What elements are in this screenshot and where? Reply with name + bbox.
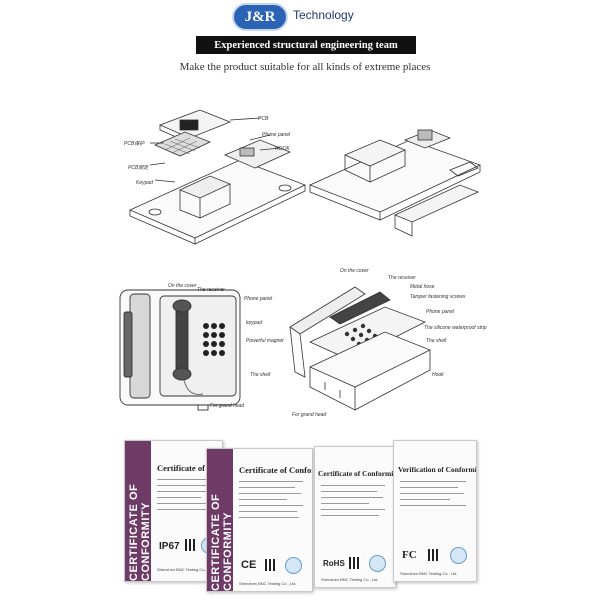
brand-name: Technology — [293, 8, 354, 22]
label-pcb: PCB — [258, 116, 269, 122]
label-keypad: Keypad — [136, 180, 153, 186]
label-pcb-fix: PCB固定 — [128, 165, 149, 171]
label-gland-head: For grand head — [210, 403, 245, 409]
label-receiver-open: The receiver — [388, 275, 416, 281]
label-hook: HOOK — [275, 146, 290, 152]
certificate-card: CERTIFICATE OF CONFORMITY Certificate of… — [206, 448, 313, 592]
qr-code-icon — [185, 539, 197, 551]
certificate-card: Certificate of Conformity RoHS Shenzhen … — [314, 446, 396, 588]
label-pcb-support: PCB保护 — [124, 141, 145, 147]
label-phone-panel: Phone panel — [262, 132, 291, 138]
label-metal-hose: Metal hose — [410, 284, 435, 290]
label-gland-head-open: For grand head — [292, 412, 327, 418]
approval-seal-icon — [285, 557, 302, 574]
approval-seal-icon — [369, 555, 386, 572]
cert-title: Certificate of Conformity — [239, 465, 312, 475]
label-keypad-front: keypad — [246, 320, 263, 326]
phone-front-diagram — [119, 289, 241, 411]
label-magnet: Powerful magnet — [246, 338, 284, 344]
cert-title: Verification of Conformity — [398, 465, 477, 474]
label-phone-panel-open: Phone panel — [426, 309, 455, 315]
label-receiver: The receiver — [197, 287, 225, 293]
label-on-cover-open: On the cover — [340, 268, 369, 274]
phone-open-diagram — [289, 286, 431, 411]
ip67-mark: IP67 — [159, 541, 180, 552]
certificate-card: Verification of Conformity FC Shenzhen B… — [393, 440, 477, 582]
cert-title: Certificate of Conformity — [318, 469, 396, 478]
label-on-cover: On the cover — [168, 283, 197, 289]
logo-text: J&R — [244, 8, 276, 25]
qr-code-icon — [428, 549, 440, 561]
ce-mark: CE — [241, 559, 257, 571]
banner-title: Experienced structural engineering team — [196, 36, 416, 54]
cert-footer: Shenzhen BNC Testing Co., Ltd. — [239, 581, 297, 586]
cert-strip-text: CERTIFICATE OF CONFORMITY — [210, 493, 234, 591]
brand-logo: J&R — [232, 3, 288, 31]
cert-side-strip: CERTIFICATE OF CONFORMITY — [125, 441, 152, 581]
cert-footer: Shenzhen BNC Testing Co., Ltd. — [157, 567, 215, 572]
label-silicone-strip: The silicone waterproof strip — [424, 325, 487, 331]
qr-code-icon — [265, 559, 277, 571]
cert-footer: Shenzhen BNC Testing Co., Ltd. — [321, 577, 379, 582]
qr-code-icon — [349, 557, 361, 569]
cert-title: Certificate of Conformity — [157, 463, 222, 473]
approval-seal-icon — [450, 547, 467, 564]
label-phone-panel-front: Phone panel — [244, 296, 273, 302]
cert-side-strip: CERTIFICATE OF CONFORMITY — [207, 449, 234, 591]
label-tamper-screws: Tamper fastening screws — [410, 294, 466, 300]
exploded-diagram-right — [308, 129, 482, 237]
label-shell: The shell — [250, 372, 271, 378]
exploded-diagram-left — [129, 110, 307, 245]
label-shell-open: The shell — [426, 338, 447, 344]
cert-footer: Shenzhen BNC Testing Co., Ltd. — [400, 571, 458, 576]
label-hook-open: Hook — [432, 372, 444, 378]
rohs-mark: RoHS — [323, 559, 345, 568]
page-subtitle: Make the product suitable for all kinds … — [179, 61, 431, 73]
fcc-mark: FC — [402, 549, 417, 561]
cert-strip-text: CERTIFICATE OF CONFORMITY — [128, 483, 152, 581]
